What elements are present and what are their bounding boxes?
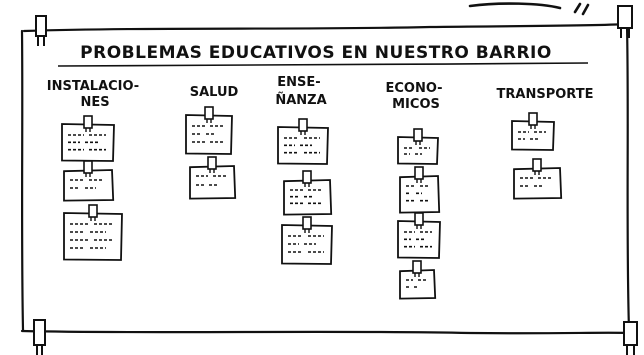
- card-economicos-3: [397, 212, 441, 259]
- pushpin-icon: [528, 112, 538, 129]
- card-economicos-1: [397, 128, 439, 165]
- heading-ensenanza-line2: ÑANZA: [275, 92, 326, 108]
- hatch-marks: [468, 2, 590, 16]
- pushpin-icon: [414, 166, 424, 183]
- heading-economicos-line1: ECONO-: [385, 81, 442, 96]
- card-transporte-1: [511, 112, 555, 151]
- pushpin-icon: [83, 160, 93, 177]
- card-outline: [513, 167, 563, 200]
- pushpin-icon: [302, 170, 312, 187]
- card-outline: [511, 120, 555, 151]
- card-instalaciones-2: [63, 160, 115, 202]
- board-bottom-edge: [20, 329, 632, 335]
- heading-economicos-line2: MICOS: [392, 97, 440, 112]
- card-instalaciones-1: [61, 115, 115, 162]
- heading-transporte: TRANSPORTE: [497, 87, 594, 102]
- pushpin-icon: [532, 158, 542, 175]
- card-outline: [397, 136, 439, 165]
- clip-icon: [33, 319, 46, 355]
- board-left-edge: [20, 29, 25, 332]
- card-salud-1: [185, 106, 233, 155]
- clip-icon: [35, 15, 47, 46]
- clip-icon: [623, 321, 638, 355]
- pushpin-icon: [414, 212, 424, 229]
- board-frame: [20, 2, 632, 335]
- board-top-edge: [22, 22, 630, 33]
- card-outline: [399, 269, 437, 300]
- heading-instalaciones-line2: NES: [80, 95, 109, 110]
- card-outline: [283, 179, 333, 216]
- title-underline: [57, 62, 589, 67]
- card-ensenanza-3: [281, 216, 333, 265]
- card-outline: [399, 175, 441, 214]
- pushpin-icon: [88, 204, 98, 221]
- card-outline: [63, 212, 123, 261]
- card-outline: [63, 169, 115, 202]
- card-salud-2: [189, 156, 237, 200]
- pushpin-icon: [298, 118, 308, 135]
- pushpin-icon: [207, 156, 217, 173]
- card-economicos-2: [399, 166, 441, 214]
- card-ensenanza-2: [283, 170, 333, 216]
- heading-instalaciones-line1: INSTALACIO-: [47, 79, 139, 94]
- column-headings: INSTALACIO- NES SALUD ENSE- ÑANZA ECONO-…: [47, 75, 594, 112]
- pushpin-icon: [204, 106, 214, 123]
- pushpin-icon: [412, 260, 422, 277]
- pushpin-icon: [413, 128, 423, 145]
- heading-ensenanza-line1: ENSE-: [277, 75, 320, 90]
- pinned-cards: [61, 106, 563, 300]
- heading-salud: SALUD: [190, 85, 239, 100]
- pushpin-icon: [83, 115, 93, 132]
- card-instalaciones-3: [63, 204, 123, 261]
- card-transporte-2: [513, 158, 563, 200]
- card-outline: [189, 165, 237, 200]
- clip-icon: [617, 5, 633, 38]
- board-right-edge: [625, 23, 631, 332]
- card-economicos-4: [399, 260, 437, 300]
- card-ensenanza-1: [277, 118, 329, 165]
- pushpin-icon: [302, 216, 312, 233]
- corner-clips: [33, 5, 638, 355]
- board-title: PROBLEMAS EDUCATIVOS EN NUESTRO BARRIO: [80, 43, 552, 63]
